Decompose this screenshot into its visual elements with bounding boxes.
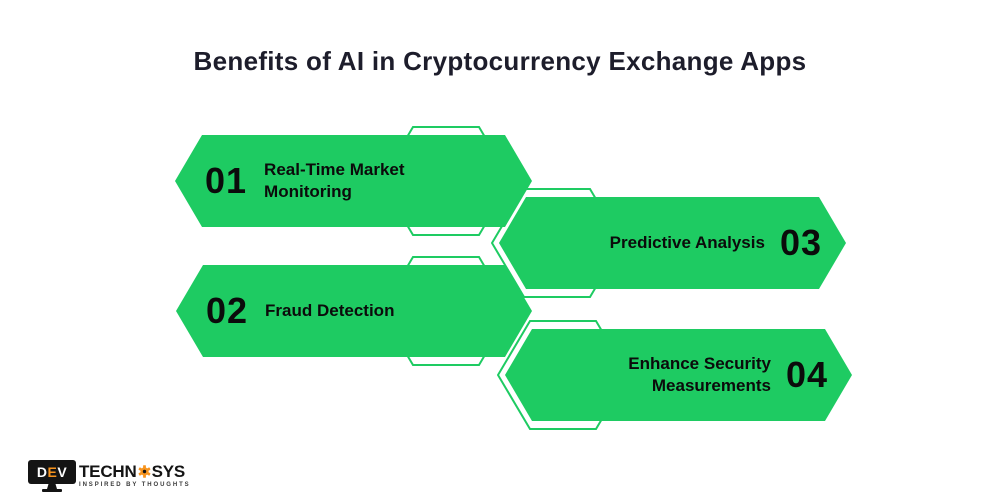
hexagon-banner-shape: Enhance Security Measurements 04 [505, 329, 852, 421]
gear-icon [138, 465, 150, 478]
monitor-icon: DEV [28, 460, 76, 497]
hexagon-banner-shape: 01 Real-Time Market Monitoring [175, 135, 532, 227]
benefit-banner-02: 02 Fraud Detection [176, 252, 516, 374]
monitor-base [42, 489, 62, 492]
logo-dev-text: DEV [36, 464, 68, 480]
banner-label: Fraud Detection [265, 301, 395, 321]
benefit-banner-04: Enhance Security Measurements 04 [497, 316, 837, 438]
banner-label: Predictive Analysis [609, 233, 765, 253]
hexagon-banner-shape: 02 Fraud Detection [176, 265, 532, 357]
hexagon-outline-icon [497, 320, 629, 430]
monitor-screen: DEV [28, 460, 76, 484]
banner-label: Enhance Security Measurements [628, 354, 771, 395]
benefit-banner-01: 01 Real-Time Market Monitoring [175, 122, 515, 244]
banner-label: Real-Time Market Monitoring [264, 160, 405, 201]
benefit-banner-03: Predictive Analysis 03 [491, 184, 831, 306]
dev-technosys-logo: DEV TECHN SYS INSPIRED BY THOU [28, 460, 191, 497]
monitor-stand [47, 484, 57, 489]
banner-number: 02 [206, 290, 249, 331]
banner-number: 01 [205, 160, 248, 201]
hexagon-banner-shape: Predictive Analysis 03 [499, 197, 846, 289]
hexagon-outline-icon [491, 188, 623, 298]
banner-number: 04 [785, 354, 828, 395]
logo-company-name: TECHN SYS [79, 462, 185, 481]
logo-tagline: INSPIRED BY THOUGHTS [79, 482, 191, 488]
logo-wordmark: TECHN SYS INSPIRED BY THOUGHTS [79, 460, 191, 488]
page-title: Benefits of AI in Cryptocurrency Exchang… [193, 46, 807, 76]
banner-number: 03 [779, 222, 822, 263]
